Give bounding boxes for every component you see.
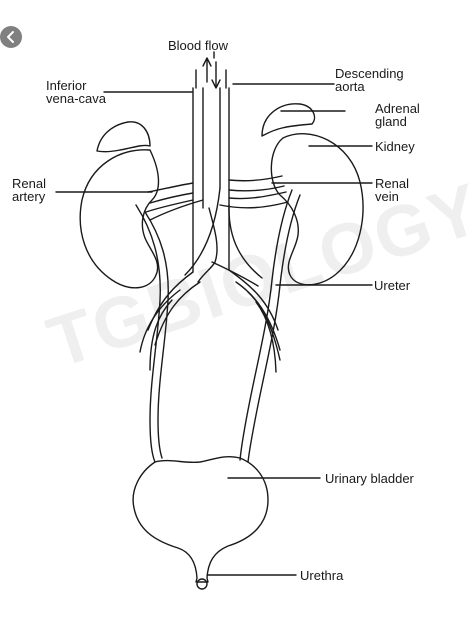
- label-urethra: Urethra: [300, 568, 344, 583]
- left-ureter-inner: [144, 211, 169, 459]
- label-ureter: Ureter: [374, 278, 411, 293]
- label-descending-aorta-line2: aorta: [335, 79, 365, 94]
- right-adrenal-gland: [261, 103, 316, 137]
- right-renal-artery: [228, 175, 283, 182]
- left-renal-artery: [147, 182, 194, 193]
- label-adrenal-gland-line2: gland: [375, 114, 407, 129]
- urinary-bladder: [132, 455, 269, 583]
- label-blood-flow: Blood flow: [168, 38, 228, 53]
- label-descending-aorta-line1: Descending: [335, 66, 404, 81]
- label-adrenal-gland-line1: Adrenal: [375, 101, 420, 116]
- label-kidney: Kidney: [375, 139, 415, 154]
- aorta-bifurcation: [184, 187, 221, 276]
- label-urinary-bladder: Urinary bladder: [325, 471, 414, 486]
- blood-flow-arrow-up-head: [202, 57, 212, 67]
- label-renal-artery-line2: artery: [12, 189, 46, 204]
- label-inferior-vena-cava-line2: vena-cava: [46, 91, 106, 106]
- right-ureter-outer: [239, 189, 293, 461]
- right-ureter-inner: [247, 194, 301, 463]
- iliac-vessels-left-2: [139, 289, 181, 353]
- chevron-left-icon: [7, 31, 14, 43]
- urethra-opening: [196, 578, 208, 590]
- label-renal-artery-line1: Renal: [12, 176, 46, 191]
- label-renal-vein-line2: vein: [375, 189, 399, 204]
- left-kidney: [79, 149, 160, 289]
- label-inferior-vena-cava-line1: Inferior: [46, 78, 87, 93]
- back-button[interactable]: [0, 26, 22, 48]
- left-adrenal-gland: [96, 121, 151, 153]
- left-ureter-outer: [135, 204, 161, 463]
- left-renal-vein: [145, 199, 194, 213]
- right-renal-vein: [228, 191, 287, 200]
- leader-lines: [55, 51, 373, 576]
- label-renal-vein-line1: Renal: [375, 176, 409, 191]
- right-kidney: [270, 133, 364, 286]
- iliac-vessels-right-1: [228, 269, 279, 331]
- blood-flow-arrow-down-head: [211, 79, 221, 89]
